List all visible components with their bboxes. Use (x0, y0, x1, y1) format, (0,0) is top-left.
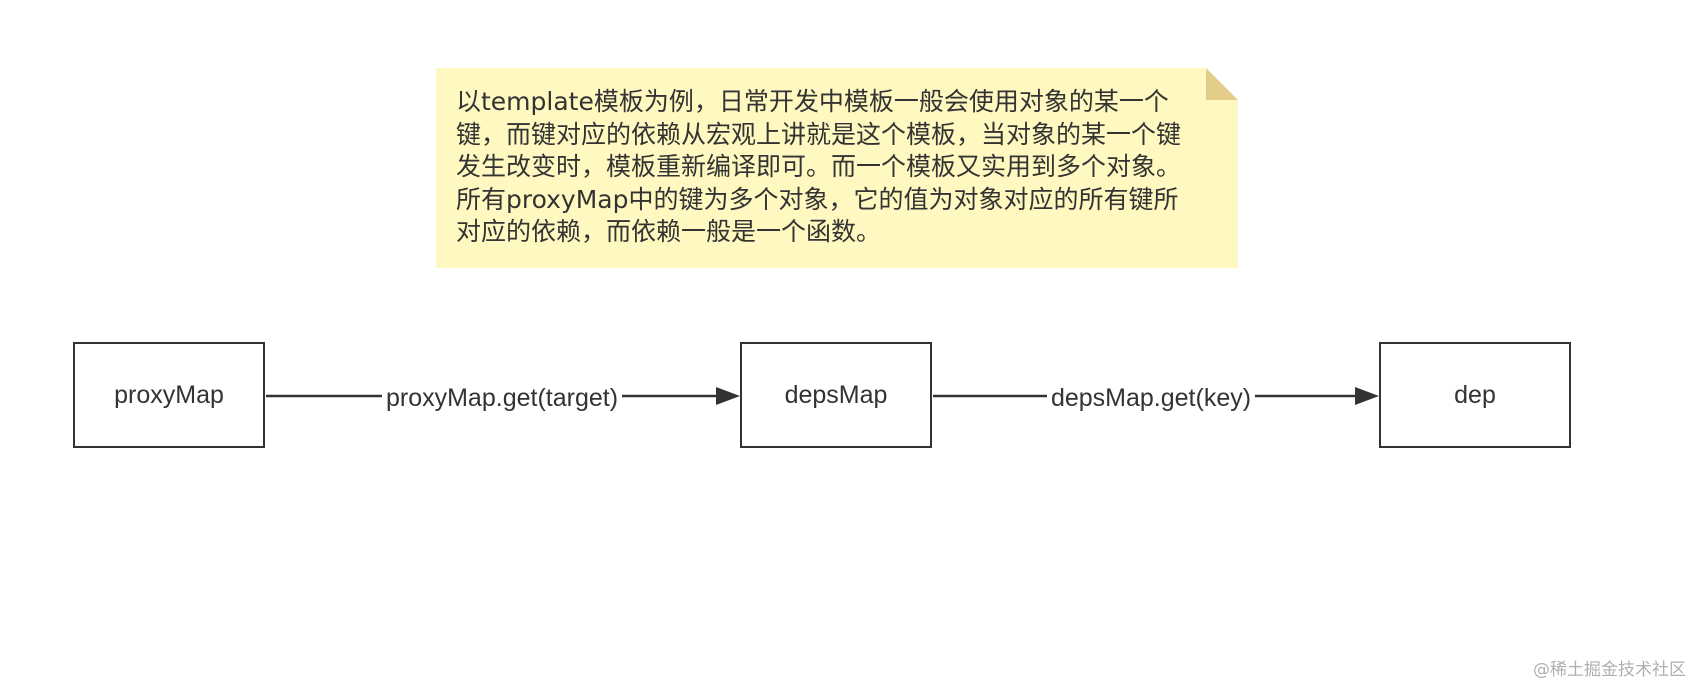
node-proxymap: proxyMap (73, 342, 265, 448)
watermark: @稀土掘金技术社区 (1533, 660, 1686, 680)
sticky-note: 以template模板为例，日常开发中模板一般会使用对象的某一个 键，而键对应的… (436, 68, 1238, 268)
node-proxymap-label: proxyMap (114, 380, 224, 409)
arrowhead-proxy-to-deps (716, 387, 740, 405)
edge-label-deps-to-dep: depsMap.get(key) (1046, 380, 1256, 416)
node-depsmap: depsMap (740, 342, 932, 448)
node-depsmap-label: depsMap (784, 380, 888, 409)
arrowhead-deps-to-dep (1355, 387, 1379, 405)
edge-label-proxy-to-deps: proxyMap.get(target) (381, 380, 623, 416)
note-text: 以template模板为例，日常开发中模板一般会使用对象的某一个 键，而键对应的… (456, 87, 1182, 246)
node-dep-label: dep (1454, 380, 1496, 409)
node-dep: dep (1379, 342, 1571, 448)
sticky-note-shape (436, 68, 1238, 268)
